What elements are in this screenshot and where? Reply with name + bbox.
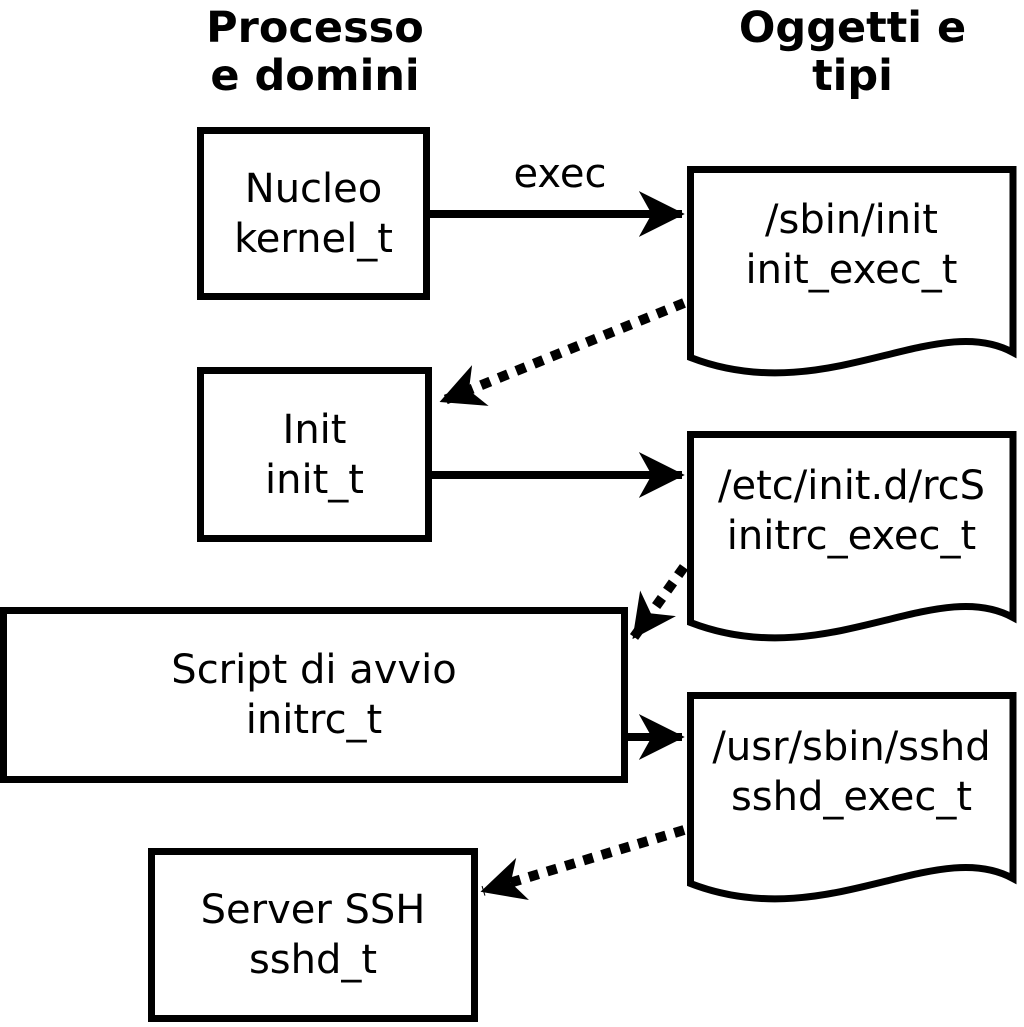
- process-box-initrc: [0, 607, 628, 783]
- transition-arrow-rcs-to-initrc: [629, 564, 689, 640]
- document-shape-sbin-init: [687, 166, 1017, 377]
- object-label-etc-initd-rcs: /etc/init.d/rcS initrc_exec_t: [687, 461, 1016, 561]
- object-label-usr-sbin-sshd: /usr/sbin/sshd sshd_exec_t: [687, 722, 1016, 822]
- object-path: /usr/sbin/sshd: [712, 724, 991, 770]
- process-name: Init: [282, 406, 347, 453]
- process-name: Nucleo: [244, 165, 383, 212]
- process-box-init: [197, 367, 432, 542]
- object-type: sshd_exec_t: [730, 774, 973, 820]
- document-shape-etc-initd-rcs: [687, 431, 1017, 642]
- process-type: initrc_t: [245, 697, 383, 743]
- process-name: Script di avvio: [171, 647, 457, 693]
- document-shape-usr-sbin-sshd: [687, 692, 1017, 903]
- object-label-sbin-init: /sbin/init init_exec_t: [687, 195, 1016, 295]
- object-type: initrc_exec_t: [726, 513, 977, 559]
- process-label-kernel: Nucleo kernel_t: [197, 127, 430, 300]
- transition-arrow-sbin-init-to-init: [439, 298, 686, 406]
- process-type: init_t: [265, 456, 364, 503]
- exec-arrow-label: exec: [513, 151, 607, 197]
- column-header-processes: Processo e domini: [206, 3, 424, 101]
- object-path: /etc/init.d/rcS: [717, 463, 986, 509]
- process-type: kernel_t: [234, 215, 393, 262]
- column-header-objects: Oggetti e tipi: [738, 3, 967, 101]
- process-box-sshd: [148, 848, 478, 1022]
- process-name: Server SSH: [200, 887, 426, 933]
- object-path: /sbin/init: [765, 197, 938, 243]
- process-label-sshd: Server SSH sshd_t: [148, 848, 478, 1022]
- process-label-init: Init init_t: [197, 367, 432, 542]
- object-type: init_exec_t: [745, 247, 958, 293]
- process-type: sshd_t: [248, 937, 378, 983]
- transition-arrow-sshd-exec-to-sshd: [480, 825, 686, 901]
- process-box-kernel: [197, 127, 430, 300]
- process-label-initrc: Script di avvio initrc_t: [0, 607, 628, 783]
